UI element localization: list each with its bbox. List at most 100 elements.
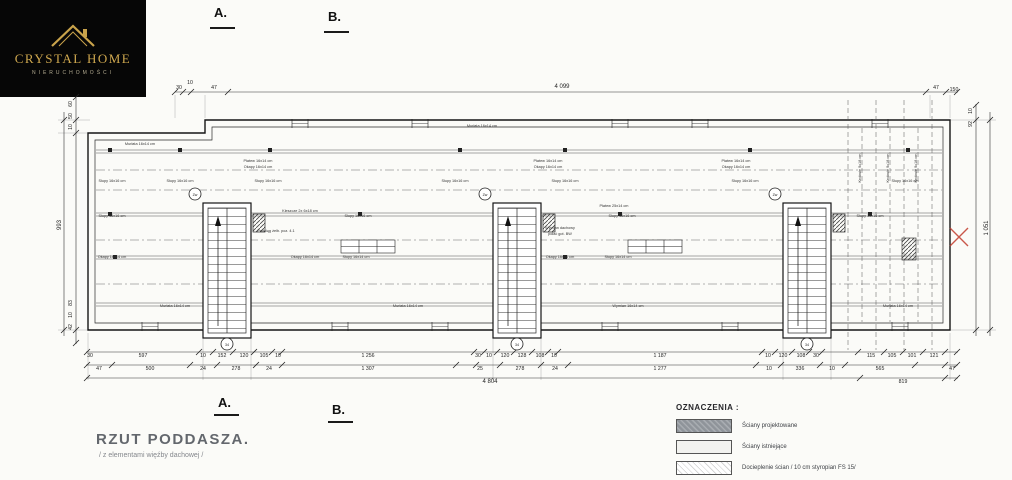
section-line-a-top — [210, 27, 235, 29]
dim-label: 30 — [813, 353, 819, 359]
dim-label: 10 — [968, 108, 974, 114]
chimney-block — [832, 213, 846, 233]
insulation-swatch — [676, 461, 732, 475]
projected-walls-swatch — [676, 419, 732, 433]
dim-label: 597 — [139, 353, 148, 359]
red-cross-mark — [949, 227, 969, 247]
stair-vent-marker: Zw — [773, 193, 778, 197]
dim-label: 47 — [949, 366, 955, 372]
dim-label: 120 — [240, 353, 249, 359]
dim-label: 92 — [968, 121, 974, 127]
dim-label: 1 187 — [654, 353, 667, 359]
plan-annotation: Płatew 16x14 cm — [534, 159, 563, 163]
dim-label: 24 — [552, 366, 558, 372]
section-marker-b-top: B. — [328, 9, 341, 24]
plan-annotation: Słupy 16x14 cm — [342, 255, 369, 259]
stair-vent-marker: Zw — [193, 193, 198, 197]
logo: CRYSTAL HOME NIERUCHOMOŚCI — [0, 0, 146, 97]
plan-annotation: Słupy 16x16 cm — [254, 179, 281, 183]
dim-label: 108 — [797, 353, 806, 359]
plan-annotation: Podciąg żelb. poz. 4.1 — [257, 229, 294, 233]
plan-annotation: Murłata 16x14 cm — [883, 304, 913, 308]
left-dimension-labels: 60 50 10 993 83 10 42 — [57, 101, 74, 330]
dim-label: 1 277 — [654, 366, 667, 372]
plan-annotation: Słupy 16x16 cm — [856, 214, 883, 218]
dim-label: 47 — [933, 85, 939, 91]
bottom-dimension-row3: 4 804 819 — [482, 379, 907, 385]
logo-subtitle: NIERUCHOMOŚCI — [31, 70, 115, 76]
section-line-b-bottom — [328, 421, 353, 423]
dim-label: 24 — [266, 366, 272, 372]
plan-annotation: Słupy 16x16 cm — [891, 179, 918, 183]
legend-row: Ściany projektowane — [676, 419, 996, 433]
dim-label: 278 — [516, 366, 525, 372]
dim-label: 10 — [486, 353, 492, 359]
plan-annotation: Słupy 16x16 cm — [441, 179, 468, 183]
dim-label: 336 — [796, 366, 805, 372]
plan-annotation: Wymian dachowy — [545, 226, 575, 230]
building-outline — [87, 119, 951, 331]
legend-label: Docieplenie ścian / 10 cm styropian FS 1… — [742, 465, 856, 471]
plan-annotation: Okapy 16x14 cm — [546, 255, 575, 259]
stair-number-marker: 34 — [225, 343, 229, 347]
stair-number-marker: 34 — [805, 343, 809, 347]
house-icon — [51, 24, 95, 47]
dim-label: 10 — [275, 353, 281, 359]
section-marker-a-bottom: A. — [218, 395, 231, 410]
dim-label: 500 — [146, 366, 155, 372]
dim-total-label: 1 051 — [984, 220, 990, 236]
plan-annotations: Murłata 16x14 cm Murłata 16x14 cm Płatew… — [98, 124, 919, 308]
window-symbols — [141, 119, 909, 331]
rafter-label: Krokwie 9x18 cm — [886, 154, 890, 183]
legend-row: Docieplenie ścian / 10 cm styropian FS 1… — [676, 461, 996, 475]
plan-annotation: Kleszcze 2x 6x18 cm — [282, 209, 318, 213]
plan-annotation: Słupy 16x16 cm — [166, 179, 193, 183]
dim-label: 120 — [779, 353, 788, 359]
dim-label: 150 — [950, 87, 959, 93]
dimension-lines — [63, 91, 991, 379]
dim-label: 47 — [96, 366, 102, 372]
dim-label: 105 — [888, 353, 897, 359]
dim-label: 24 — [200, 366, 206, 372]
top-dimension-labels: 30 10 47 4 099 47 150 — [176, 80, 958, 93]
dim-label: 10 — [187, 80, 193, 86]
section-marker-a-top: A. — [214, 5, 227, 20]
plan-annotation: Murłata 16x14 cm — [393, 304, 423, 308]
section-line-b-top — [324, 31, 349, 33]
plan-annotation: Murłata 16x14 cm — [160, 304, 190, 308]
plan-annotation: Słupy 16x16 cm — [731, 179, 758, 183]
rafter-axis-lines — [847, 100, 933, 350]
section-line-a-bottom — [214, 414, 239, 416]
plan-annotation: Słupy 16x16 cm — [98, 179, 125, 183]
staircase: Zw 34 — [188, 187, 266, 351]
witness-lines — [58, 95, 996, 380]
legend-label: Ściany istniejące — [742, 444, 787, 450]
plan-annotation: Słupy 16x16 cm — [98, 214, 125, 218]
dim-total-label: 993 — [57, 219, 63, 230]
dim-label: 10 — [68, 312, 74, 318]
dim-label: 152 — [218, 353, 227, 359]
dim-label: 30 — [87, 353, 93, 359]
dim-label: 108 — [536, 353, 545, 359]
existing-walls-swatch — [676, 440, 732, 454]
dim-label: 42 — [68, 324, 74, 330]
dim-label: 25 — [477, 366, 483, 372]
plan-annotation: połać got. BW — [548, 232, 572, 236]
dim-label: 115 — [867, 353, 875, 359]
post-symbols — [108, 148, 910, 259]
right-dimension-labels: 10 92 1 051 — [968, 108, 990, 236]
dim-label: 1 307 — [362, 366, 375, 372]
dim-label: 10 — [68, 124, 74, 130]
dim-label: 50 — [68, 113, 74, 119]
legend: OZNACZENIA : Ściany projektowane Ściany … — [676, 403, 996, 475]
dim-label: 47 — [211, 85, 217, 91]
dim-label: 278 — [232, 366, 241, 372]
dim-label: 1 256 — [362, 353, 375, 359]
dim-total-label: 4 804 — [482, 379, 498, 385]
dim-label: 60 — [68, 101, 74, 107]
plan-annotation: Wymian 16x14 cm — [612, 304, 643, 308]
schedule-tables — [340, 237, 917, 261]
stair-number-marker: 34 — [515, 343, 519, 347]
plan-annotation: Płatew 25x14 cm — [600, 204, 629, 208]
